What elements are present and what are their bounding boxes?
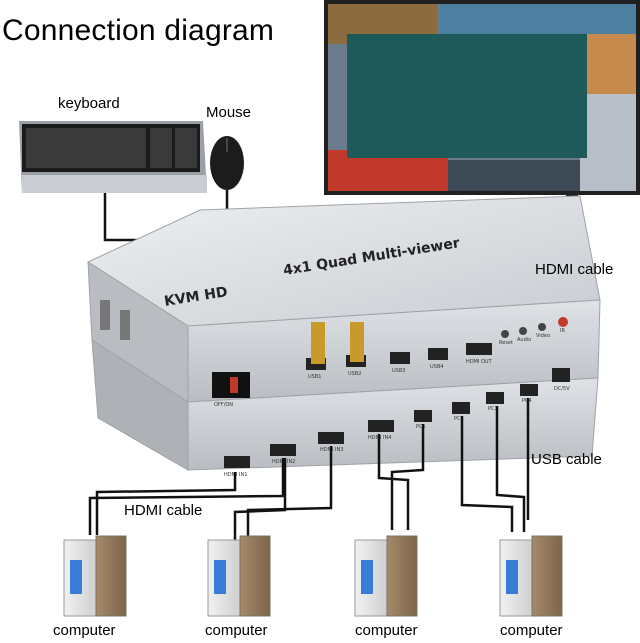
mouse-label: Mouse (206, 104, 252, 121)
computer-label-2: computer (205, 622, 268, 639)
computer-label-3: computer (355, 622, 418, 639)
button-label-video: Video (536, 333, 550, 339)
computer-label-1: computer (53, 622, 116, 639)
switch-label: OFF/ON (214, 402, 233, 408)
port-label-usb1: USB1 (308, 374, 321, 380)
computer-1 (63, 535, 127, 617)
port-label-usb3: USB3 (392, 368, 405, 374)
mouse (210, 136, 244, 190)
page-title: Connection diagram (2, 14, 275, 47)
computer-2 (207, 535, 271, 617)
port-label-pc1: PC1 (416, 424, 426, 430)
computer-cables (88, 398, 530, 540)
port-label-usb4: USB4 (430, 364, 443, 370)
screen-overlay (347, 34, 587, 158)
usb-plug-1 (311, 322, 325, 364)
button-label-reset: Reset (499, 340, 513, 346)
hdmi-cable-label-bottom: HDMI cable (124, 502, 203, 519)
usb-cable-label: USB cable (531, 451, 602, 468)
keyboard-label: keyboard (58, 95, 120, 112)
port-label-pc3: PC3 (488, 406, 498, 412)
port-label-hdmi-out: HDMI OUT (466, 359, 493, 365)
button-label-audio: Audio (517, 337, 531, 343)
button-label-ir: IR (560, 328, 565, 334)
usb-plug-2 (350, 322, 364, 362)
port-label-pc2: PC2 (454, 416, 464, 422)
port-label-usb2: USB2 (348, 371, 361, 377)
computer-3 (354, 535, 418, 617)
computer-4 (499, 535, 563, 617)
kvm-multiviewer (86, 195, 601, 471)
computer-label-4: computer (500, 622, 563, 639)
monitor (324, 0, 640, 195)
port-label-dc-5v: DC/5V (554, 386, 570, 392)
keyboard (19, 121, 207, 193)
hdmi-cable-label-top: HDMI cable (535, 261, 614, 278)
